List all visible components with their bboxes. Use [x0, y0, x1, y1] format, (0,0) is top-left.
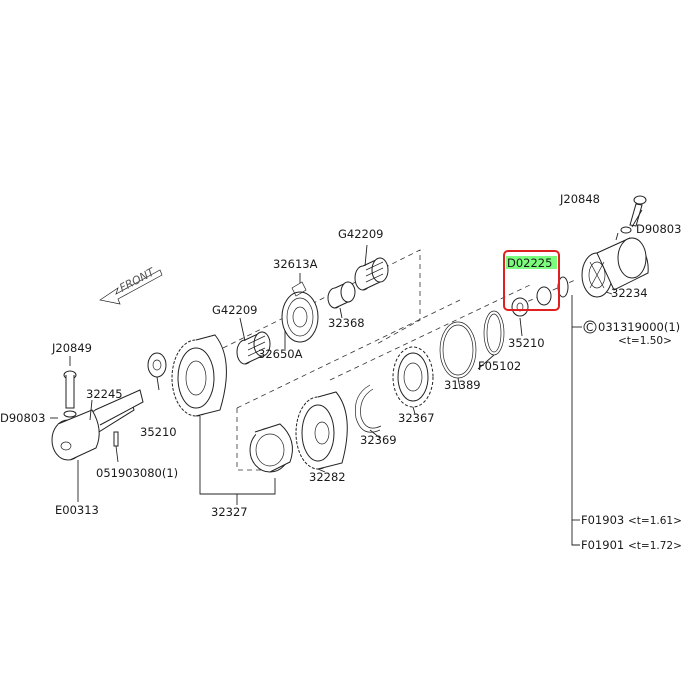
label-32368[interactable]: 32368: [328, 316, 365, 330]
shim-note-1: <t=1.50>: [618, 335, 672, 347]
front-label: FRONT: [117, 265, 157, 295]
label-32367[interactable]: 32367: [398, 411, 435, 425]
bolt-j20849[interactable]: [63, 370, 77, 409]
label-32369[interactable]: 32369: [360, 433, 397, 447]
highlight-text-bg: [506, 256, 557, 269]
leader-lines: [50, 232, 619, 546]
shim-note-2: <t=1.61>: [628, 515, 682, 527]
shim-note-3: <t=1.72>: [628, 540, 682, 552]
label-32282[interactable]: 32282: [309, 470, 346, 484]
sleeve-32327[interactable]: [249, 423, 293, 473]
shim-code-2[interactable]: F01903: [581, 513, 624, 527]
highlighted-part-number[interactable]: D02225: [507, 256, 552, 270]
label-32650a[interactable]: 32650A: [258, 347, 303, 361]
shim-rings[interactable]: [511, 276, 569, 317]
needle-bearing-g42209-top[interactable]: [354, 257, 389, 291]
label-d90803-right[interactable]: D90803: [636, 222, 681, 236]
label-d90803-left[interactable]: D90803: [0, 411, 45, 425]
label-g42209-mid[interactable]: G42209: [212, 303, 258, 317]
clip-32613a[interactable]: [291, 281, 307, 297]
gear-32327-main[interactable]: [171, 334, 227, 417]
label-32245[interactable]: 32245: [86, 387, 123, 401]
label-051903080[interactable]: 051903080(1): [96, 466, 178, 480]
front-arrow-icon: [99, 269, 163, 305]
sprocket-32367[interactable]: [392, 346, 434, 408]
washer-d90803-left[interactable]: [63, 410, 77, 418]
washer-35210-left[interactable]: [147, 352, 167, 378]
circlip-32369[interactable]: [354, 384, 382, 433]
label-32234[interactable]: 32234: [611, 286, 648, 300]
needle-bearing-g42209-mid[interactable]: [236, 331, 271, 365]
highlight-box: [503, 250, 560, 311]
label-35210-right[interactable]: 35210: [508, 336, 545, 350]
bearing-32650a[interactable]: [281, 291, 319, 343]
label-j20848[interactable]: J20848: [559, 192, 600, 206]
shim-code-1[interactable]: 031319000(1): [598, 320, 680, 334]
ring-31389[interactable]: [439, 321, 477, 379]
housing-32234[interactable]: [581, 237, 649, 298]
label-35210-left[interactable]: 35210: [140, 425, 177, 439]
shim-circled-letter: C: [586, 322, 593, 334]
shim-list: C 031319000(1) <t=1.50> F01903 <t=1.61> …: [581, 320, 682, 552]
washer-d90803-right[interactable]: [620, 226, 632, 234]
pin-051903080[interactable]: [113, 431, 119, 447]
shim-code-3[interactable]: F01901: [581, 538, 624, 552]
label-g42209-top[interactable]: G42209: [338, 227, 384, 241]
label-32327[interactable]: 32327: [211, 505, 248, 519]
gear-32282[interactable]: [295, 391, 348, 470]
label-32613a[interactable]: 32613A: [273, 257, 318, 271]
label-j20849[interactable]: J20849: [51, 341, 92, 355]
label-31389[interactable]: 31389: [444, 378, 481, 392]
bolt-j20848[interactable]: [629, 195, 647, 227]
snap-ring-f05102[interactable]: [483, 310, 505, 356]
label-e00313[interactable]: E00313: [55, 503, 99, 517]
bushing-32368[interactable]: [327, 281, 356, 309]
label-f05102[interactable]: F05102: [478, 359, 521, 373]
shaft-32245[interactable]: [51, 389, 144, 461]
circled-letter-icon: [583, 320, 597, 334]
